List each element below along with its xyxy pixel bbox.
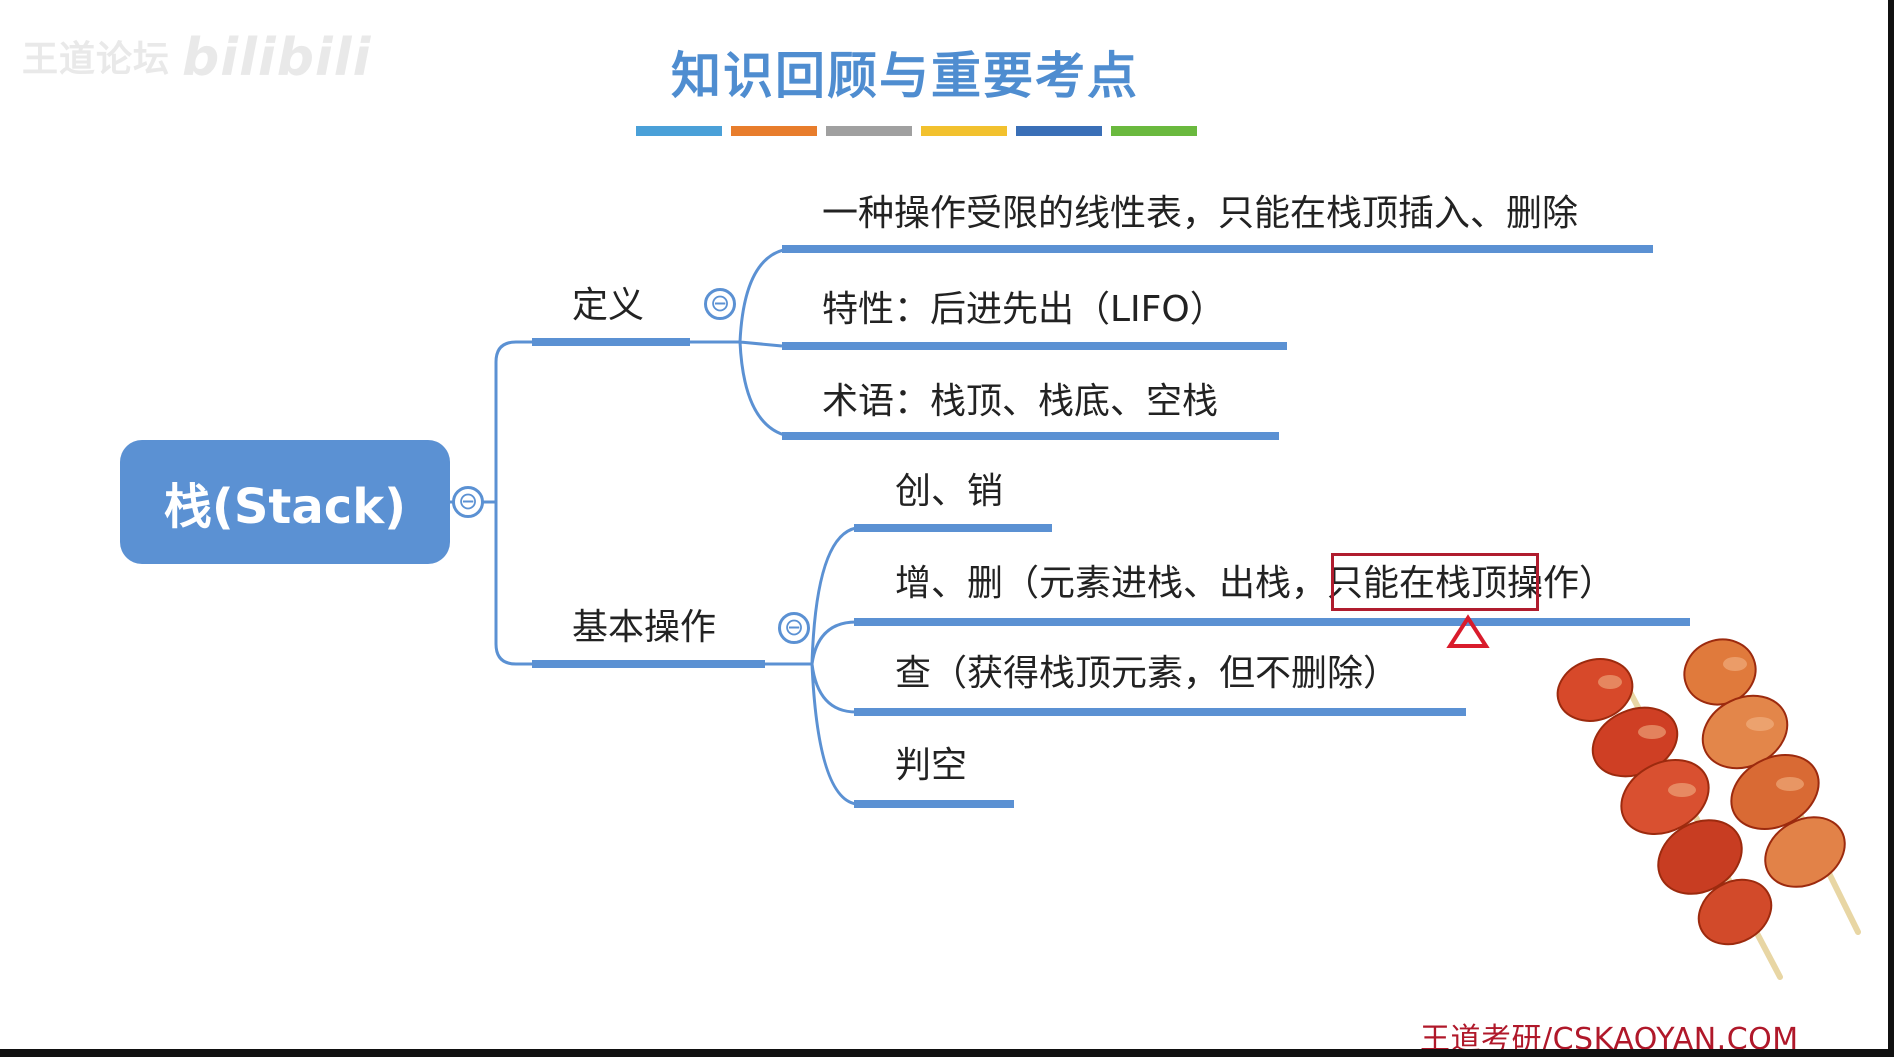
warning-triangle-icon [1446,614,1490,648]
bottom-frame-edge [0,1049,1894,1057]
leaf-underline [854,800,1014,808]
skewer-food-icon [1556,638,1861,980]
highlight-box [1331,553,1539,611]
watermark-text: 王道论坛 [22,39,171,80]
color-bar [636,126,722,136]
color-bar [1111,126,1197,136]
branch-label-definition[interactable]: 定义 [572,285,645,326]
operation-item-2[interactable]: 增、删（元素进栈、出栈，只能在栈顶操作） [895,563,1616,604]
branch-underline [532,660,765,668]
leaf-underline [782,342,1287,350]
operations-collapse-icon[interactable]: ⊖ [778,612,810,644]
watermark-bili: bilibili [182,28,372,88]
color-bar [1016,126,1102,136]
operation-item-3[interactable]: 查（获得栈顶元素，但不删除） [895,653,1400,694]
slide-title: 知识回顾与重要考点 [671,46,1139,105]
operation-item-4[interactable]: 判空 [895,745,968,786]
definition-item-1[interactable]: 一种操作受限的线性表，只能在栈顶插入、删除 [822,193,1579,234]
connector-root-branches [494,340,532,666]
definition-collapse-icon[interactable]: ⊖ [704,288,736,320]
leaf-underline [782,432,1279,440]
leaf-underline [854,524,1052,532]
title-color-bars [636,126,1197,136]
leaf-underline [782,245,1653,253]
leaf-underline [854,708,1466,716]
connector-operations [765,526,857,806]
root-collapse-icon[interactable]: ⊖ [452,486,484,518]
leaf-underline [854,618,1690,626]
mindmap-root-node[interactable]: 栈(Stack) [120,440,450,564]
right-frame-edge [1888,0,1894,1057]
branch-underline [532,338,690,346]
connector-definition [690,247,789,438]
branch-label-basic-operations[interactable]: 基本操作 [572,607,717,648]
definition-item-3[interactable]: 术语：栈顶、栈底、空栈 [822,381,1219,422]
operation-item-1[interactable]: 创、销 [895,471,1004,512]
color-bar [826,126,912,136]
color-bar [921,126,1007,136]
color-bar [731,126,817,136]
definition-item-2[interactable]: 特性：后进先出（LIFO） [822,289,1226,330]
bilibili-watermark: 王道论坛 bilibili [22,28,371,88]
